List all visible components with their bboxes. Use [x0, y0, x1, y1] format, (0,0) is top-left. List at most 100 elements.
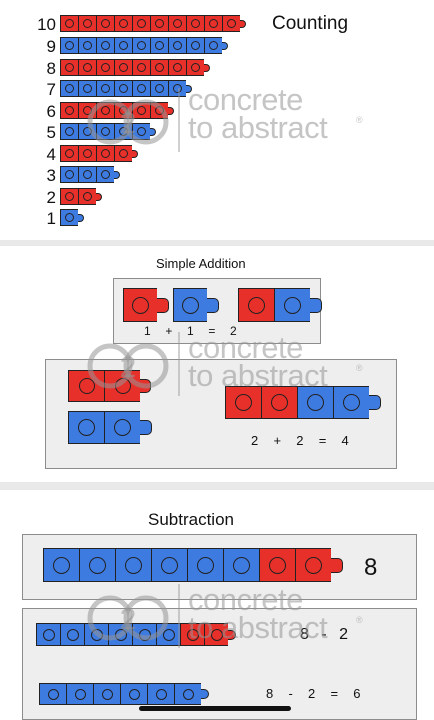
cube [132, 102, 150, 119]
count-bar-3 [60, 166, 120, 183]
cube-hole-icon [83, 170, 92, 179]
cube-hole-icon [137, 127, 146, 136]
cube-hole-icon [248, 296, 265, 314]
cube [78, 37, 96, 54]
cube [223, 548, 259, 582]
cube [84, 623, 108, 646]
cube [180, 623, 204, 646]
count-label-1: 1 [46, 209, 56, 228]
cube [186, 15, 204, 32]
cube-connector-icon [96, 192, 102, 201]
cube-hole-icon [119, 19, 128, 28]
cube-hole-icon [137, 106, 146, 115]
cube-hole-icon [235, 394, 252, 411]
addition-four-result [225, 386, 381, 419]
cube-hole-icon [191, 63, 200, 72]
cube [132, 623, 156, 646]
cube [60, 623, 84, 646]
counting-panel: Counting 10 9 8 7 6 5 4 3 2 1 2 concrete… [0, 0, 434, 240]
cube [151, 548, 187, 582]
cube-hole-icon [186, 628, 199, 641]
cube [168, 15, 186, 32]
subtraction-split [36, 623, 236, 646]
cube-hole-icon [210, 628, 223, 641]
cube-hole-icon [161, 556, 178, 574]
cube-hole-icon [101, 149, 110, 158]
cube [187, 548, 223, 582]
cube-hole-icon [65, 213, 74, 222]
cube-hole-icon [155, 84, 164, 93]
subtraction-equation-bottom: 8 - 2 = 6 [266, 686, 361, 701]
cube-hole-icon [125, 556, 142, 574]
subtraction-equation-mid: 8 - 2 [300, 626, 349, 643]
cube-hole-icon [137, 19, 146, 28]
count-label-5: 5 [46, 123, 56, 142]
cube-hole-icon [101, 41, 110, 50]
cube-connector-icon [168, 106, 174, 115]
count-bar-6 [60, 102, 174, 119]
cube-hole-icon [138, 628, 151, 641]
cube-hole-icon [42, 628, 55, 641]
count-bar-5 [60, 123, 156, 140]
cube-hole-icon [227, 19, 236, 28]
count-bar-8 [60, 59, 210, 76]
addition-equation-top: 1 + 1 = 2 [144, 324, 237, 338]
cube [78, 145, 96, 162]
cube [78, 80, 96, 97]
addition-two-blue [68, 411, 152, 444]
cube-hole-icon [155, 106, 164, 115]
cube-connector-icon [207, 297, 219, 313]
cube [186, 59, 204, 76]
cube [132, 15, 150, 32]
cube [204, 15, 222, 32]
cube-hole-icon [155, 41, 164, 50]
cube-hole-icon [101, 127, 110, 136]
cube [204, 37, 222, 54]
cube [96, 59, 114, 76]
cube [238, 288, 274, 322]
cube [68, 411, 104, 444]
count-bar-9 [60, 37, 228, 54]
counting-title: Counting [272, 13, 349, 34]
cube [204, 623, 228, 646]
cube [66, 683, 93, 705]
cube [150, 37, 168, 54]
cube-hole-icon [173, 63, 182, 72]
cube-hole-icon [128, 688, 140, 700]
cube-hole-icon [65, 106, 74, 115]
cube [96, 80, 114, 97]
cube-hole-icon [83, 192, 92, 201]
cube-hole-icon [137, 84, 146, 93]
cube-hole-icon [90, 628, 103, 641]
cube [60, 145, 78, 162]
home-indicator[interactable] [139, 706, 291, 711]
cube [96, 15, 114, 32]
cube-hole-icon [343, 394, 360, 411]
cube [96, 102, 114, 119]
cube-connector-icon [157, 297, 169, 313]
cube-hole-icon [101, 19, 110, 28]
cube-hole-icon [269, 556, 286, 574]
cube-connector-icon [140, 420, 152, 435]
cube-connector-icon [369, 395, 381, 410]
cube-hole-icon [191, 19, 200, 28]
cube [168, 37, 186, 54]
cube [295, 548, 331, 582]
subtraction-panel: Subtraction 8 8 - 2 8 - 2 = 6 2 concrete… [0, 490, 434, 720]
addition-title: Simple Addition [156, 256, 246, 271]
cube-hole-icon [119, 106, 128, 115]
addition-two-result [238, 288, 322, 322]
cube [96, 123, 114, 140]
cube-hole-icon [307, 394, 324, 411]
cube [114, 15, 132, 32]
count-label-6: 6 [46, 102, 56, 121]
addition-equation-bottom: 2 + 2 = 4 [251, 433, 349, 448]
cube [114, 37, 132, 54]
cube [60, 80, 78, 97]
cube-hole-icon [155, 688, 167, 700]
cube-connector-icon [240, 19, 246, 28]
cube [168, 59, 186, 76]
cube-hole-icon [114, 419, 131, 436]
cube-hole-icon [74, 688, 86, 700]
cube-connector-icon [204, 63, 210, 72]
